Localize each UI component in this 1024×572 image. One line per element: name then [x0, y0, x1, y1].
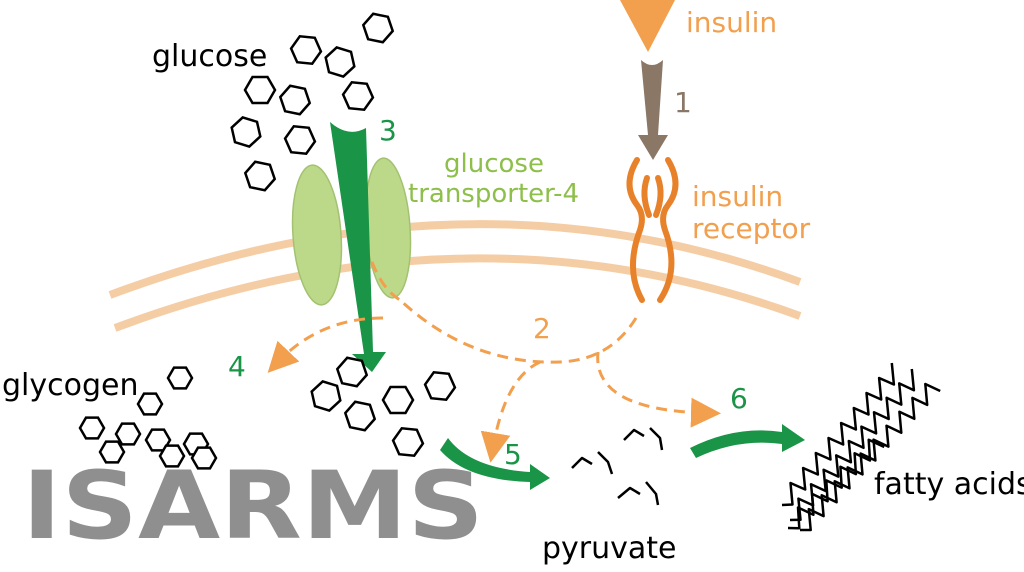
glucose-hexagon: [243, 160, 277, 192]
glucose-hexagon: [343, 400, 377, 432]
glucose-hexagon: [243, 75, 277, 105]
glycogen-hexagon: [136, 392, 164, 416]
intracellular-glucose-molecules: [310, 356, 457, 458]
insulin-receptor: [626, 157, 679, 303]
fatty-acid-chains: [781, 362, 941, 532]
cell-membrane: [108, 220, 802, 332]
glycogen-hexagon: [166, 366, 194, 390]
insulin-binding-arrow: [638, 60, 668, 160]
glycogen-hexagon: [114, 422, 142, 446]
glycogen-hexagon: [98, 440, 126, 464]
glucose-hexagon: [381, 385, 415, 415]
step-6-number: 6: [730, 382, 748, 415]
glucose-hexagon: [230, 115, 262, 149]
glycolysis-arrow: [440, 438, 550, 490]
step-1-number: 1: [674, 86, 692, 119]
glycogen-molecule: [78, 366, 218, 470]
glucose-hexagon: [335, 356, 369, 388]
glycogen-hexagon: [190, 446, 218, 470]
glucose-label: glucose: [152, 39, 267, 74]
fatty-acid-chain: [787, 438, 885, 530]
glycogen-hexagon: [158, 444, 186, 468]
fatty-acid-chain: [781, 362, 896, 507]
glucose-hexagon: [310, 379, 342, 413]
glucose-hexagon: [289, 34, 323, 66]
receptor-label-line1: insulin: [692, 180, 783, 213]
watermark-text: ISARMS: [22, 452, 484, 561]
fatty-acids-label: fatty acids: [874, 467, 1024, 502]
insulin-signaling-pathways: [267, 261, 721, 463]
glucose-hexagon: [341, 80, 375, 112]
transporter-label-line2: transporter-4: [408, 179, 579, 209]
glucose-hexagon: [391, 426, 425, 458]
pyruvate-label: pyruvate: [542, 531, 677, 566]
lipogenesis-arrow: [690, 424, 805, 458]
glycogen-hexagon: [78, 416, 106, 440]
step-2-number: 2: [533, 312, 551, 345]
glucose-transporter-4-channel: [291, 157, 412, 306]
fatty-acid-chain: [800, 382, 941, 532]
insulin-molecule: [620, 0, 675, 52]
receptor-label-line2: receptor: [692, 212, 811, 245]
glucose-uptake-arrow: [330, 122, 386, 372]
step-4-number: 4: [228, 350, 246, 383]
glucose-hexagon: [283, 124, 317, 156]
step-5-number: 5: [504, 438, 522, 471]
glycogen-label: glycogen: [2, 368, 139, 403]
glucose-hexagon: [361, 12, 395, 44]
glucose-hexagon: [324, 45, 356, 79]
glucose-hexagon: [278, 84, 312, 116]
transporter-label-line1: glucose: [444, 149, 544, 179]
insulin-label: insulin: [686, 6, 777, 39]
pyruvate-molecules: [571, 427, 664, 506]
step-3-number: 3: [379, 114, 397, 147]
isarms-watermark-logo: ISARMS: [22, 452, 484, 561]
glucose-hexagon: [423, 370, 457, 402]
extracellular-glucose-molecules: [230, 12, 395, 192]
